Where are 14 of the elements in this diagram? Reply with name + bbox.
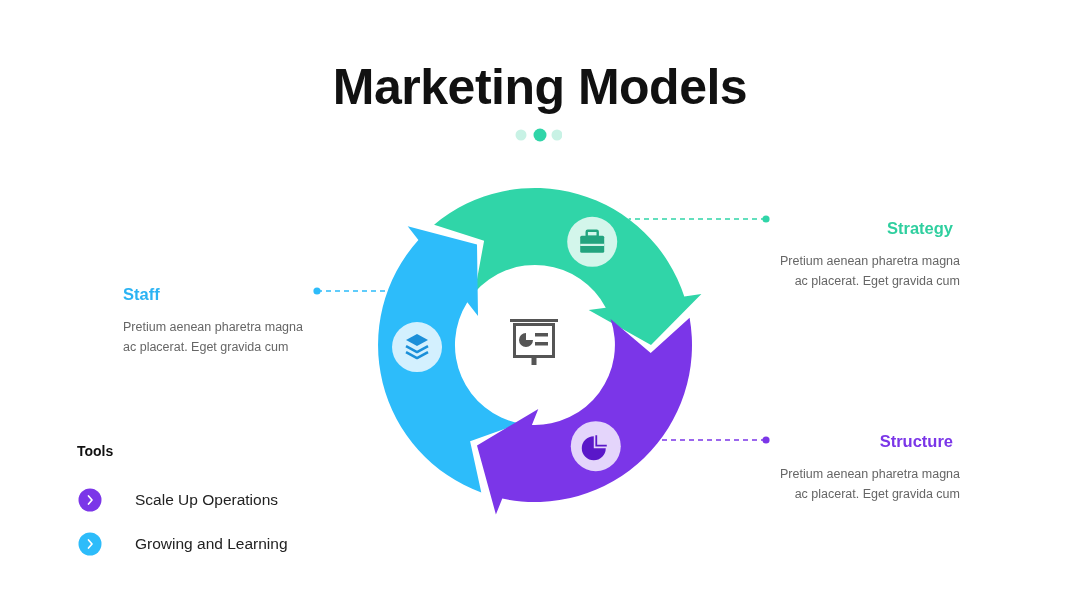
curved-arrow: [477, 317, 692, 515]
curved-arrow: [434, 188, 702, 345]
description: Pretium aenean pharetra magna ac placerat. Eget gravida cum: [779, 466, 960, 503]
description: Pretium aenean pharetra magna ac placerat. Eget gravida cum: [779, 253, 960, 290]
legend-label: Growing and Learning: [135, 534, 288, 554]
section-heading: Tools: [77, 442, 114, 460]
title: Marketing Models: [332, 59, 748, 115]
leader-line: [627, 215, 770, 223]
heading: Strategy: [886, 218, 953, 238]
leader-line: [659, 436, 770, 444]
heading: Structure: [879, 431, 953, 451]
description: Pretium aenean pharetra magna ac placerat. Eget gravida cum: [123, 319, 304, 356]
heading: Staff: [123, 284, 160, 304]
legend-label: Scale Up Operations: [135, 490, 279, 510]
